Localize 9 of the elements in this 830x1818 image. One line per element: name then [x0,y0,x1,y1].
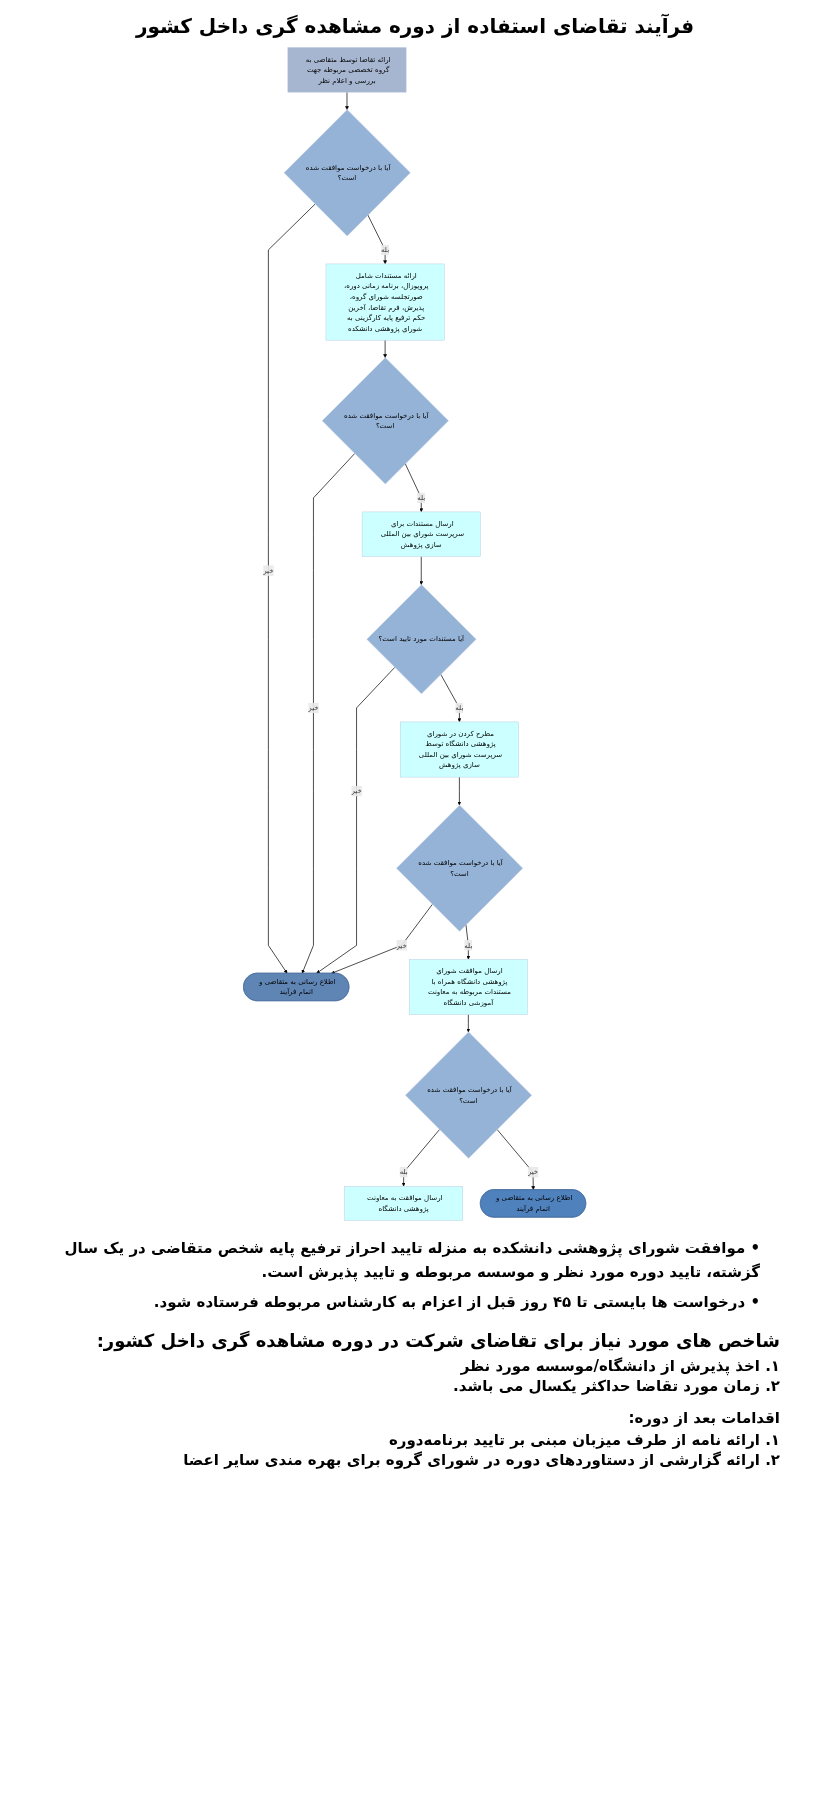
diagram-title: فرآیند تقاضای استفاده از دوره مشاهده گری داخل کشور [134,14,696,38]
list-item: ۲. زمان مورد تقاضا حداکثر یکسال می باشد. [452,1377,780,1395]
list-item: ۱. ارائه نامه از طرف میزبان مبنی بر تایید برنامه‌دوره [387,1431,780,1449]
bullet-note: • درخواست ها بایستی تا ۴۵ روز قبل از اعزام به کارشناس مربوطه فرستاده شود. [152,1292,760,1313]
section-heading: اقدامات بعد از دوره: [627,1409,780,1427]
list-item: ۲. ارائه گزارشی از دستاوردهای دوره در شورای گروه برای بهره مندی سایر اعضا [182,1451,780,1469]
list-item: ۱. اخذ پذیرش از دانشگاه/موسسه مورد نظر [459,1357,780,1375]
section-heading: شاخص های مورد نیاز برای تقاضای شرکت در دوره مشاهده گری داخل کشور: [95,1330,780,1351]
bullet-note: • موافقت شورای پژوهشی دانشکده به منزله تایید احراز ترفیع پایه شخص متقاضی در یک سال گزشته، تایید دوره مورد نظر و موسسه مربوطه و تایید پذیرش است. [63,1238,760,1284]
